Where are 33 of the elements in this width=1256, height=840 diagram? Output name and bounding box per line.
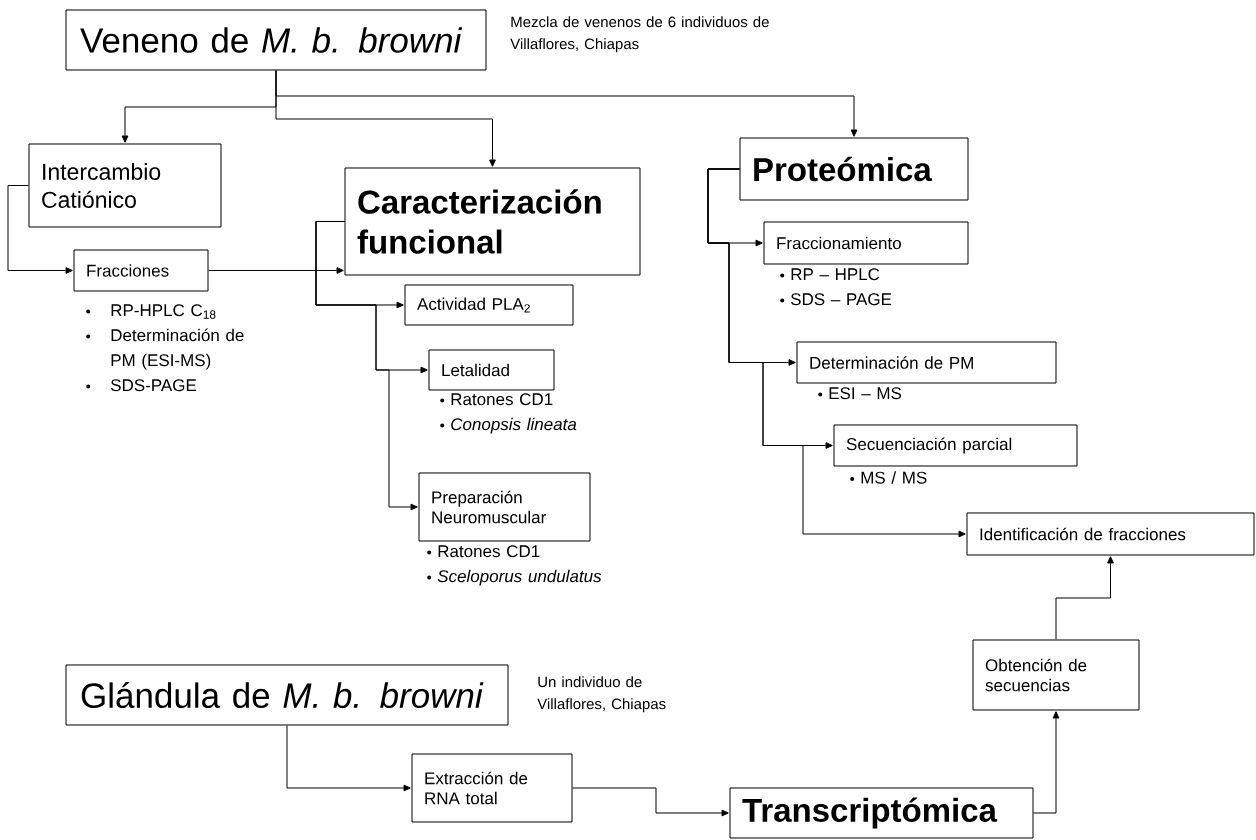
process-box: Obtención de secuencias (972, 639, 1140, 711)
heading-box: Proteómica (739, 137, 969, 201)
bullet-list: Ratones CD1 Sceloporus undulatus (427, 545, 602, 586)
process-box: Determinación de PM (796, 341, 1057, 384)
process-box: Actividad PLA$_{2}$ (404, 284, 574, 326)
arrow (286, 725, 411, 792)
arrow (7, 185, 73, 274)
bullet-list: ESI – MS (818, 387, 902, 400)
arrow (315, 221, 418, 511)
arrow (1055, 556, 1114, 640)
note-text: Un individuo de Villaflores, Chiapas (537, 676, 666, 713)
note-text: Mezcla de venenos de 6 individuos de Villaflores, Chiapas (510, 16, 769, 53)
process-box: Intercambio Catiónico (28, 143, 222, 228)
arrow (275, 70, 858, 137)
arrow (208, 267, 344, 274)
bullet-list: Ratones CD1 Conopsis lineata (440, 393, 577, 434)
process-box: Glándula de M. b. browni (65, 664, 509, 726)
process-box: Extracción de RNA total (411, 753, 573, 823)
arrow (707, 168, 966, 538)
arrow (572, 787, 729, 817)
process-box: Fraccionamiento (763, 221, 969, 265)
process-box: Identificación de fracciones (966, 512, 1255, 556)
process-box: Veneno de M. b. browni (65, 9, 487, 71)
heading-box: Transcriptómica (729, 787, 1034, 839)
process-box: Preparación Neuromuscular (418, 472, 591, 542)
process-box: Letalidad (428, 349, 555, 391)
process-box: Fracciones (73, 249, 209, 292)
bullet-list: RP-HPLC C$_{18}$ Determinación de PM (ESI-MS) SDS-PAGE (86, 304, 244, 392)
bullet-list: MS / MS (850, 471, 927, 484)
bullet-list: RP – HPLC SDS – PAGE (780, 268, 892, 306)
arrow (1033, 711, 1060, 814)
heading-box: Caracterización funcional (344, 167, 641, 276)
process-box: Secuenciación parcial (833, 424, 1078, 467)
